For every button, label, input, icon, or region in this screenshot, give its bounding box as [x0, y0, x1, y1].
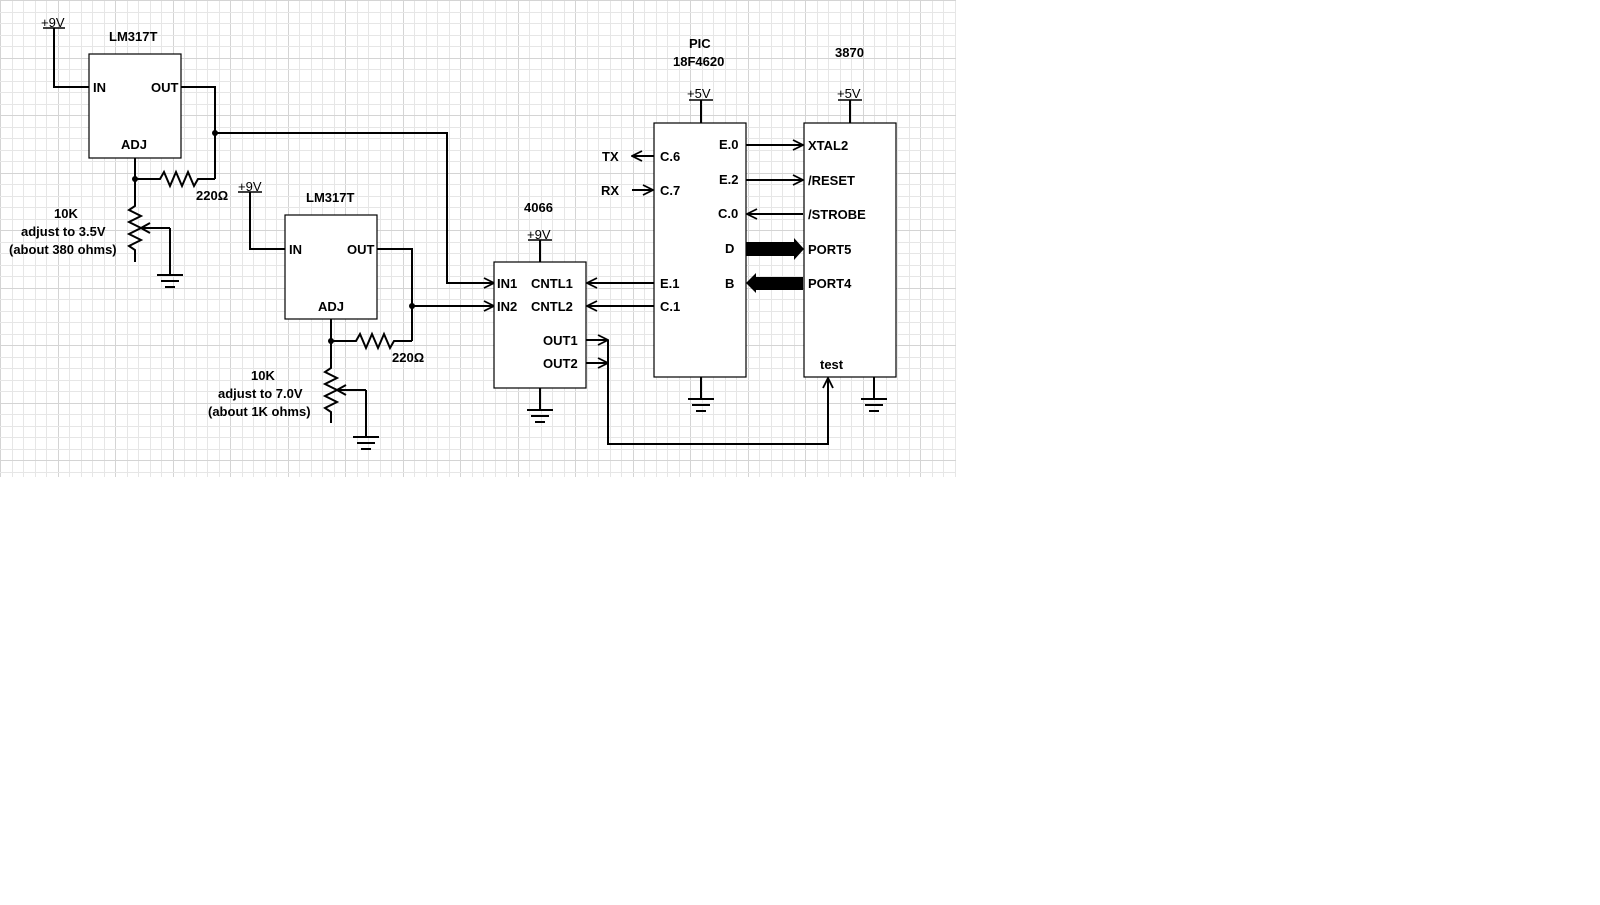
pic-pin-c7: C.7 [660, 183, 680, 198]
regulator2-title: LM317T [306, 190, 354, 205]
switch-ic-group: 4066 +9V IN1 IN2 CNTL1 CNTL2 OUT1 OUT2 [493, 200, 587, 423]
regulator1-title: LM317T [109, 29, 157, 44]
regulator1-group: +9V LM317T IN OUT ADJ 220Ω 10K adjust to… [9, 15, 228, 288]
target-pin-port5: PORT5 [808, 242, 851, 257]
switch-ic-pin-out1: OUT1 [543, 333, 578, 348]
regulator1-pin-out: OUT [151, 80, 179, 95]
pic-pin-c6: C.6 [660, 149, 680, 164]
supply-label-plus9v: +9V [527, 227, 551, 242]
wire-9v-to-reg2-in [249, 192, 285, 250]
pic-pin-e2: E.2 [719, 172, 739, 187]
pic-pin-b: B [725, 276, 734, 291]
regulator2-group: +9V LM317T IN OUT ADJ 220Ω 10K adjust to… [208, 179, 424, 450]
wire-reg1-to-in1 [215, 132, 494, 283]
pic-pin-c1: C.1 [660, 299, 680, 314]
bus-d-to-port5 [746, 238, 804, 260]
pic-pin-c0: C.0 [718, 206, 738, 221]
switch-ic-pin-in2: IN2 [497, 299, 517, 314]
wire-reg1-out [181, 86, 216, 179]
supply-label-plus5v: +5V [687, 86, 711, 101]
regulator1-pin-adj: ADJ [121, 137, 147, 152]
bus-port4-to-b [746, 273, 803, 293]
regulator2-pot-note1: adjust to 7.0V [218, 386, 303, 401]
regulator1-pin-in: IN [93, 80, 106, 95]
wire-9v-to-reg1-in [53, 28, 89, 88]
target-pin-port4: PORT4 [808, 276, 852, 291]
target-group: 3870 +5V XTAL2 /RESET /STROBE PORT5 PORT… [803, 45, 897, 412]
regulator2-pin-in: IN [289, 242, 302, 257]
regulator2-pin-adj: ADJ [318, 299, 344, 314]
pot-wiper-arrow [140, 222, 151, 234]
regulator1-pot-note2: (about 380 ohms) [9, 242, 117, 257]
target-pin-test: test [820, 357, 844, 372]
regulator1-resistor-label: 220Ω [196, 188, 228, 203]
supply-label-plus5v: +5V [837, 86, 861, 101]
resistor-220-1 [135, 169, 215, 189]
pic-rx-label: RX [601, 183, 619, 198]
switch-ic-body [493, 261, 587, 389]
pic-title-line1: PIC [689, 36, 711, 51]
switch-ic-title: 4066 [524, 200, 553, 215]
target-pin-strobe: /STROBE [808, 207, 866, 222]
supply-label-plus9v: +9V [238, 179, 262, 194]
switch-ic-pin-cntl1: CNTL1 [531, 276, 573, 291]
regulator2-pot-value: 10K [251, 368, 275, 383]
regulator2-pot-note2: (about 1K ohms) [208, 404, 311, 419]
pic-pin-d: D [725, 241, 734, 256]
pic-pin-e1: E.1 [660, 276, 680, 291]
target-title: 3870 [835, 45, 864, 60]
pic-group: PIC 18F4620 +5V C.6 C.7 E.0 E.2 C.0 D E.… [601, 36, 747, 412]
regulator1-pot-note1: adjust to 3.5V [21, 224, 106, 239]
switch-ic-pin-in1: IN1 [497, 276, 517, 291]
pot-wiper-arrow [336, 384, 347, 396]
pic-pin-e0: E.0 [719, 137, 739, 152]
regulator1-pot-value: 10K [54, 206, 78, 221]
resistor-220-2 [331, 331, 412, 351]
wire-out-to-test [607, 340, 828, 445]
potentiometer-10k-2 [322, 341, 340, 423]
potentiometer-10k-1 [126, 179, 144, 262]
wire-reg2-out [377, 248, 413, 341]
regulator2-body [284, 214, 378, 320]
switch-ic-pin-cntl2: CNTL2 [531, 299, 573, 314]
switch-ic-pin-out2: OUT2 [543, 356, 578, 371]
regulator2-pin-out: OUT [347, 242, 375, 257]
target-body [803, 122, 897, 378]
supply-label-plus9v: +9V [41, 15, 65, 30]
target-pin-xtal2: XTAL2 [808, 138, 848, 153]
pic-tx-label: TX [602, 149, 619, 164]
target-pin-reset: /RESET [808, 173, 855, 188]
regulator2-resistor-label: 220Ω [392, 350, 424, 365]
pic-title-line2: 18F4620 [673, 54, 724, 69]
